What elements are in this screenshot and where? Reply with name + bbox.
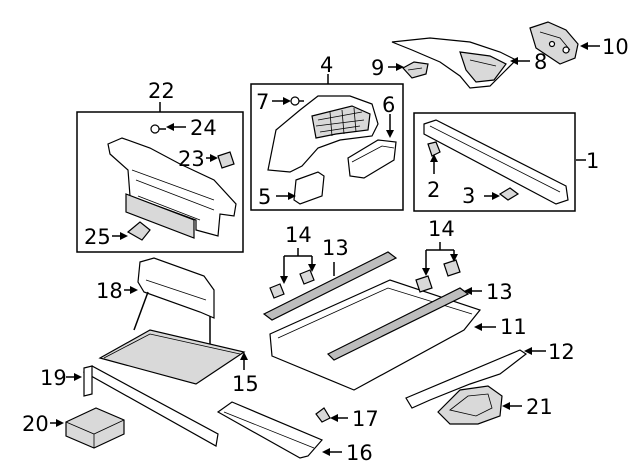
callout-13-right: 13 <box>486 280 513 304</box>
part-23-clip <box>217 151 235 169</box>
part-9-clip <box>402 61 429 79</box>
callout-6: 6 <box>382 93 395 117</box>
part-7-screw <box>290 96 304 106</box>
part-4-side-trim <box>267 95 379 173</box>
part-14-clips-right <box>415 259 461 293</box>
part-12-trim-strip <box>405 349 528 409</box>
part-20-block <box>65 407 125 449</box>
group-box-1 <box>413 112 576 212</box>
callout-16: 16 <box>346 441 373 465</box>
part-18-load-floor-panel <box>133 257 215 370</box>
part-15-load-floor-board <box>98 329 246 385</box>
callout-19: 19 <box>40 366 67 390</box>
part-6-storage-bin <box>347 139 397 179</box>
callout-21: 21 <box>526 395 553 419</box>
callout-20: 20 <box>22 412 49 436</box>
callout-1: 1 <box>586 149 599 173</box>
callout-22: 22 <box>148 79 175 103</box>
part-13-rail-right <box>326 287 470 361</box>
callout-24: 24 <box>190 116 217 140</box>
callout-7: 7 <box>256 90 269 114</box>
part-16-floor-panel <box>216 401 323 459</box>
callout-12: 12 <box>548 340 575 364</box>
callout-3: 3 <box>462 184 475 208</box>
callout-5: 5 <box>258 185 271 209</box>
callout-23: 23 <box>178 147 205 171</box>
part-22-rear-panel <box>107 137 237 239</box>
callout-25: 25 <box>84 225 111 249</box>
callout-8: 8 <box>534 50 547 74</box>
part-25-bracket <box>126 221 151 241</box>
callout-14-left: 14 <box>285 223 312 247</box>
group-box-4 <box>250 83 404 211</box>
part-3-pad <box>498 187 520 201</box>
callout-15: 15 <box>232 372 259 396</box>
callout-9: 9 <box>371 56 384 80</box>
part-5-cover <box>293 171 325 205</box>
part-8-upper-trim <box>391 37 518 89</box>
part-13-rail-left <box>262 251 398 321</box>
part-14-clips-left <box>269 269 315 299</box>
part-24-screw <box>150 124 166 134</box>
part-17-clip <box>315 407 331 423</box>
callout-2: 2 <box>427 178 440 202</box>
callout-14-right: 14 <box>428 217 455 241</box>
part-1-sill-plate <box>423 119 569 205</box>
callout-18: 18 <box>96 279 123 303</box>
part-21-storage-tray <box>437 385 503 425</box>
part-10-bracket <box>529 21 579 65</box>
part-2-clip <box>427 141 441 157</box>
part-19-trim-bar <box>82 365 219 447</box>
callout-17: 17 <box>352 407 379 431</box>
callout-11: 11 <box>500 315 527 339</box>
callout-4: 4 <box>320 53 333 77</box>
callout-13-left: 13 <box>322 236 349 260</box>
leader-lines <box>50 42 600 456</box>
callout-10: 10 <box>602 35 629 59</box>
